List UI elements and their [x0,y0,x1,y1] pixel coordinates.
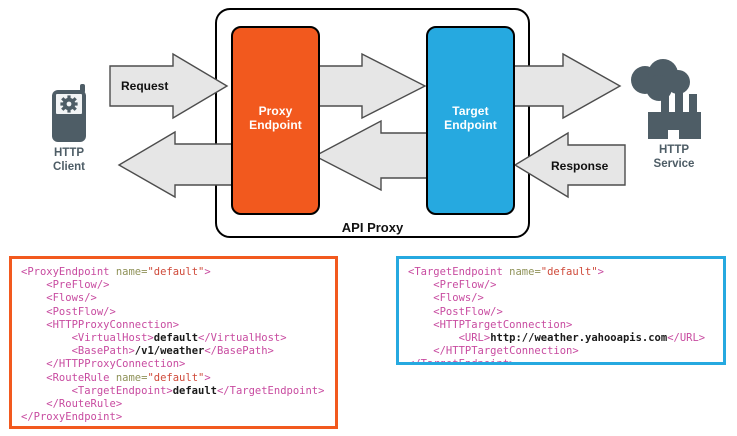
response-arrow-label: Response [551,159,609,173]
code-line: <BasePath>/v1/weather</BasePath> [21,345,326,358]
code-token-tag: <ProxyEndpoint [21,266,116,278]
flow-diagram-svg [52,8,701,238]
target-to-proxy-arrow [313,119,435,192]
code-token-txt: default [172,384,217,397]
code-token-tag: </HTTPProxyConnection> [21,358,186,371]
code-token-txt: /v1/weather [134,345,205,358]
code-token-tag: </RouteRule> [21,398,123,411]
code-token-tag: </TargetEndpoint> [216,384,325,397]
http-client-caption-line1: HTTP [53,147,85,159]
code-line: <PreFlow/> [21,279,326,292]
proxy-endpoint-label-line1: Proxy [258,104,293,118]
target-endpoint-label-line1: Target [452,104,489,118]
code-token-tag: <RouteRule [21,371,116,384]
code-line: <HTTPProxyConnection> [21,319,326,332]
code-token-tag: <PreFlow/> [408,279,497,292]
code-line: <ProxyEndpoint name="default"> [21,266,326,279]
code-line: <PostFlow/> [21,306,326,319]
code-token-tag: <PreFlow/> [21,279,110,292]
code-line: </TargetEndpoint> [408,358,714,365]
service-request-arrow [506,52,622,120]
code-token-tag: <Flows/> [21,292,97,305]
code-token-tag: </HTTPTargetConnection> [408,345,579,358]
http-service-caption: HTTP Service [634,143,714,171]
factory-cloud-icon [631,59,701,139]
code-line: </HTTPTargetConnection> [408,345,714,358]
code-line: </HTTPProxyConnection> [21,358,326,371]
code-line: <VirtualHost>default</VirtualHost> [21,332,326,345]
code-token-tag: <PostFlow/> [408,305,503,318]
code-token-tag: <TargetEndpoint [408,266,510,278]
code-token-tag: </URL> [667,332,706,345]
code-token-tag: <BasePath> [21,345,135,358]
code-token-tag: <URL> [408,332,491,345]
target-endpoint-label-line2: Endpoint [444,118,497,132]
target-endpoint-box[interactable] [426,26,515,215]
target-endpoint-label: Target Endpoint [427,104,514,132]
code-token-val: "default" [147,371,205,384]
api-proxy-caption: API Proxy [341,220,404,235]
code-line: <TargetEndpoint name="default"> [408,266,714,279]
code-line: <URL>http://weather.yahooapis.com</URL> [408,332,714,345]
code-token-attr: name= [115,266,148,278]
code-token-tag: </VirtualHost> [198,332,287,345]
code-token-tag: <VirtualHost> [21,332,154,345]
code-token-txt: http://weather.yahooapis.com [490,332,668,345]
client-response-arrow [117,130,239,199]
code-token-txt: default [153,332,199,345]
code-line: <TargetEndpoint>default</TargetEndpoint> [21,385,326,398]
code-line: <RouteRule name="default"> [21,372,326,385]
code-token-tag: > [597,266,604,278]
code-line: </RouteRule> [21,398,326,411]
code-line: <Flows/> [21,292,326,305]
code-token-tag: </TargetEndpoint> [408,358,516,365]
code-token-tag: </BasePath> [204,345,274,358]
code-token-tag: > [204,266,211,278]
code-line: <HTTPTargetConnection> [408,319,714,332]
proxy-endpoint-label: Proxy Endpoint [232,104,319,132]
code-line: </ProxyEndpoint> [21,411,326,424]
code-token-tag: <Flows/> [408,292,484,305]
code-token-val: "default" [147,266,205,278]
code-token-tag: > [204,371,211,384]
code-token-tag: <HTTPTargetConnection> [408,318,573,331]
code-token-attr: name= [115,371,148,384]
mobile-phone-gear-icon [52,84,86,142]
proxy-endpoint-code-block: <ProxyEndpoint name="default"> <PreFlow/… [9,256,338,429]
request-arrow [109,52,229,120]
proxy-endpoint-box[interactable] [231,26,320,215]
response-arrow [513,131,626,199]
code-token-attr: name= [509,266,541,278]
http-service-caption-line2: Service [653,158,695,170]
target-endpoint-code-block: <TargetEndpoint name="default"> <PreFlow… [396,256,726,365]
code-line: <PreFlow/> [408,279,714,292]
http-client-caption-line2: Client [53,161,85,173]
code-line: <Flows/> [408,292,714,305]
request-arrow-label: Request [121,79,169,93]
code-line: <PostFlow/> [408,306,714,319]
http-client-caption: HTTP Client [29,146,109,174]
code-token-tag: <HTTPProxyConnection> [21,318,180,331]
http-service-caption-line1: HTTP [658,144,690,156]
code-token-tag: <TargetEndpoint> [21,384,173,397]
code-token-tag: </ProxyEndpoint> [21,411,123,424]
code-token-val: "default" [540,266,598,278]
code-token-tag: <PostFlow/> [21,305,116,318]
proxy-endpoint-label-line2: Endpoint [249,118,302,132]
